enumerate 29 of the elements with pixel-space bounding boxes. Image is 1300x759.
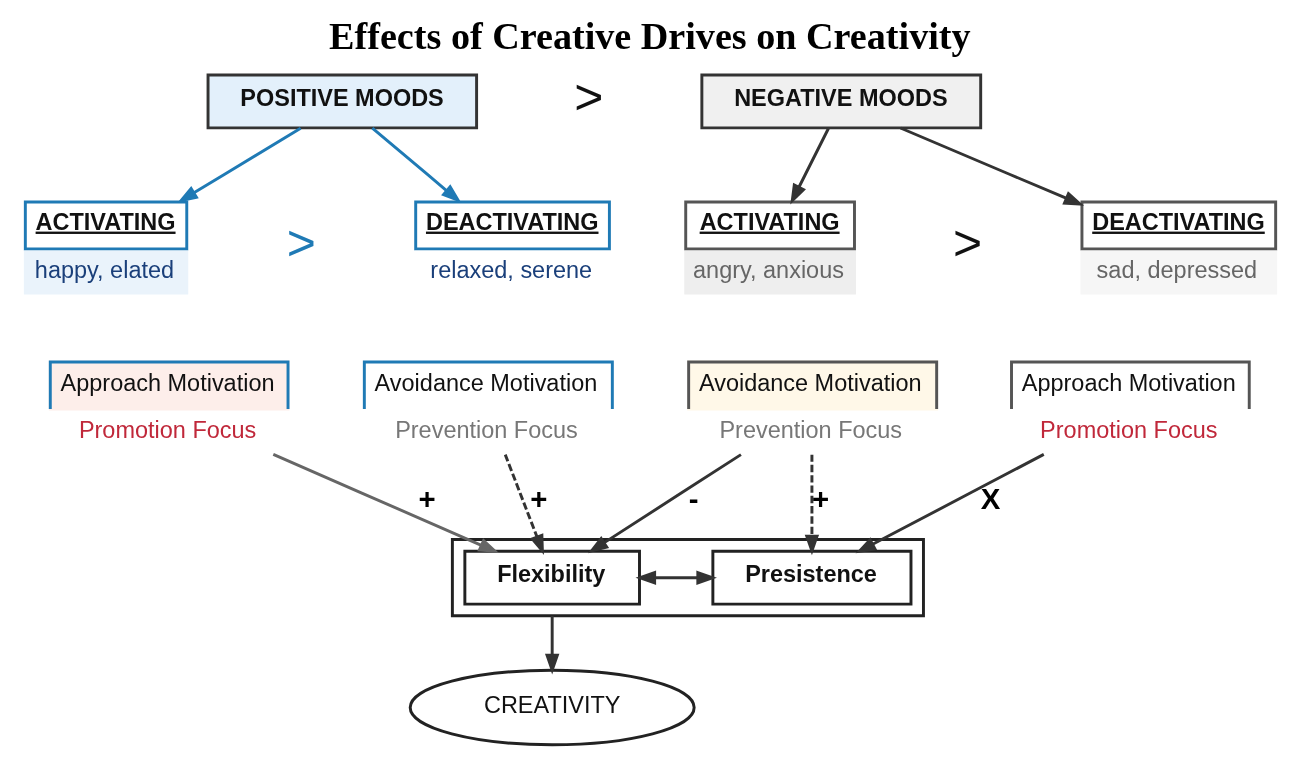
arrow <box>635 570 717 585</box>
arrow <box>544 615 559 675</box>
arrow <box>899 126 1084 206</box>
arrow <box>503 454 544 555</box>
label: > <box>573 69 603 126</box>
edge-label: - <box>688 481 698 515</box>
arrow <box>855 453 1044 554</box>
node-text: Avoidance Motivation Prevention Focus <box>374 370 597 443</box>
edge-label: + <box>529 481 547 515</box>
label: > <box>286 215 316 272</box>
arrow <box>804 454 819 556</box>
arrow <box>272 453 499 553</box>
edge-label: + <box>418 481 436 515</box>
node-text: Approach Motivation Promotion Focus <box>1021 370 1236 443</box>
arrow <box>587 453 742 554</box>
node-label: Prevention Focus <box>718 416 902 443</box>
node-box: Presistence <box>710 549 912 606</box>
node-label: Promotion Focus <box>78 416 256 443</box>
arrow <box>370 127 461 204</box>
arrow <box>176 126 301 203</box>
node-box: NEGATIVE MOODS <box>699 73 982 130</box>
arrow <box>789 127 830 205</box>
node-ellipse: CREATIVITY <box>408 668 696 747</box>
label: > <box>952 215 982 272</box>
node-box: POSITIVE MOODS <box>206 73 478 130</box>
diagram-title: Effects of Creative Drives on Creativity <box>328 15 971 58</box>
edge-label: X <box>980 481 1000 515</box>
edge-label: + <box>811 481 829 515</box>
node-box: Flexibility <box>462 549 641 606</box>
